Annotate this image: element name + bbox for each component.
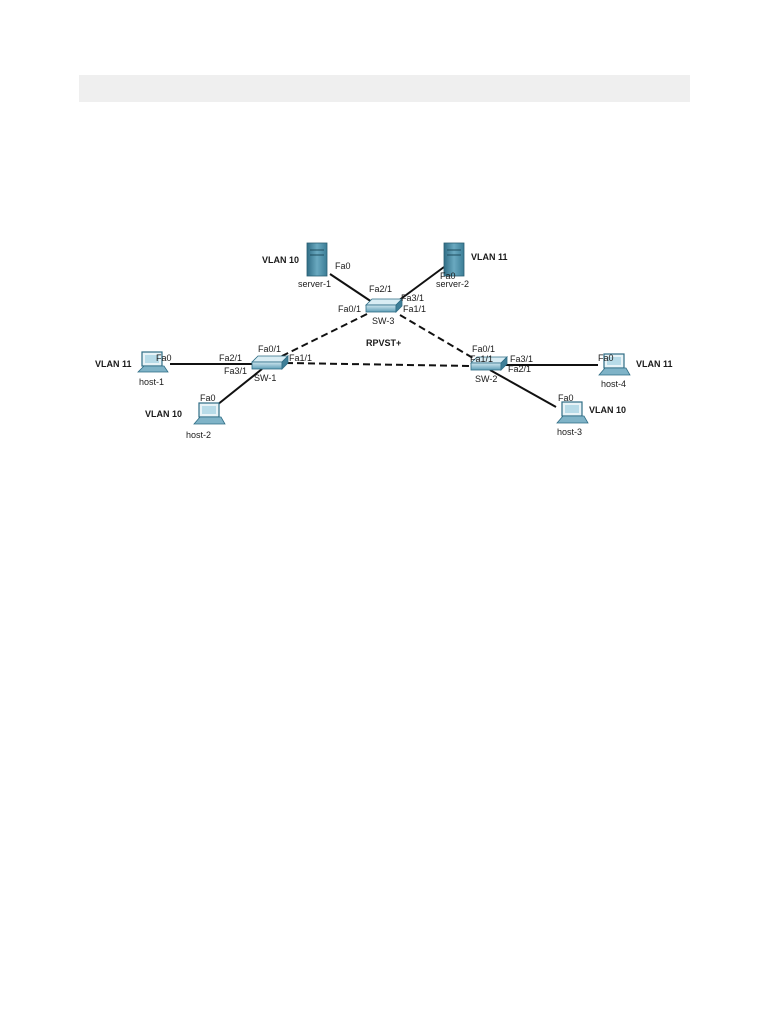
- sw1-name: SW-1: [254, 373, 276, 383]
- server-1[interactable]: VLAN 10 Fa0 server-1: [262, 242, 351, 289]
- sw2-name: SW-2: [475, 374, 497, 384]
- switch-sw2[interactable]: Fa0/1 Fa1/1 Fa3/1 Fa2/1 SW-2: [470, 344, 533, 384]
- computer-icon: [556, 401, 589, 424]
- host-2-vlan-label: VLAN 10: [145, 409, 182, 419]
- server-icon: [306, 242, 328, 277]
- server-1-name: server-1: [298, 279, 331, 289]
- sw2-port-fa21: Fa2/1: [508, 364, 531, 374]
- host-3-port-label: Fa0: [558, 393, 574, 403]
- link-sw3-sw1-dashed: [279, 313, 368, 358]
- link-host2-sw1: [211, 368, 263, 410]
- switch-icon: [251, 355, 289, 370]
- sw3-port-fa11: Fa1/1: [403, 304, 426, 314]
- link-host3-sw2: [489, 369, 557, 408]
- sw1-port-fa31: Fa3/1: [224, 366, 247, 376]
- sw3-port-fa21: Fa2/1: [369, 284, 392, 294]
- server-icon: [443, 242, 465, 277]
- server-2-port-label: Fa0: [440, 271, 456, 281]
- host-3[interactable]: VLAN 10 Fa0 host-3: [556, 393, 626, 437]
- switch-sw3[interactable]: Fa2/1 Fa3/1 Fa0/1 Fa1/1 SW-3: [338, 284, 426, 326]
- switch-icon: [470, 356, 508, 371]
- host-4[interactable]: VLAN 11 Fa0 host-4: [598, 353, 673, 389]
- host-4-vlan-label: VLAN 11: [636, 359, 673, 369]
- sw2-port-fa11: Fa1/1: [470, 354, 493, 364]
- computer-icon: [137, 351, 169, 373]
- server-2[interactable]: VLAN 11 Fa0 server-2: [436, 242, 508, 289]
- host-1-name: host-1: [139, 377, 164, 387]
- host-4-name: host-4: [601, 379, 626, 389]
- sw3-port-fa01: Fa0/1: [338, 304, 361, 314]
- link-server2-sw3: [397, 266, 445, 302]
- sw1-port-fa11: Fa1/1: [289, 353, 312, 363]
- host-2-name: host-2: [186, 430, 211, 440]
- host-3-name: host-3: [557, 427, 582, 437]
- server-2-vlan-label: VLAN 11: [471, 252, 508, 262]
- server-1-vlan-label: VLAN 10: [262, 255, 299, 265]
- server-1-port-label: Fa0: [335, 261, 351, 271]
- page-header-bar: [79, 75, 690, 102]
- sw2-port-fa31: Fa3/1: [510, 354, 533, 364]
- host-3-vlan-label: VLAN 10: [589, 405, 626, 415]
- host-1[interactable]: VLAN 11 Fa0 host-1: [95, 351, 172, 387]
- sw1-port-fa21: Fa2/1: [219, 353, 242, 363]
- switch-sw1[interactable]: Fa0/1 Fa2/1 Fa1/1 Fa3/1 SW-1: [219, 344, 312, 383]
- sw1-port-fa01: Fa0/1: [258, 344, 281, 354]
- host-2[interactable]: VLAN 10 Fa0 host-2: [145, 393, 226, 440]
- links: [170, 266, 598, 410]
- computer-icon: [193, 402, 226, 425]
- sw3-name: SW-3: [372, 316, 394, 326]
- switch-icon: [365, 298, 403, 313]
- host-2-port-label: Fa0: [200, 393, 216, 403]
- host-4-port-label: Fa0: [598, 353, 614, 363]
- host-1-vlan-label: VLAN 11: [95, 359, 132, 369]
- sw2-port-fa01: Fa0/1: [472, 344, 495, 354]
- link-server1-sw3: [329, 273, 376, 305]
- server-2-name: server-2: [436, 279, 469, 289]
- computer-icon: [598, 353, 631, 376]
- link-sw1-sw2-dashed: [285, 362, 473, 367]
- sw3-port-fa31: Fa3/1: [401, 293, 424, 303]
- protocol-label: RPVST+: [366, 338, 401, 348]
- host-1-port-label: Fa0: [156, 353, 172, 363]
- link-sw3-sw2-dashed: [399, 314, 479, 362]
